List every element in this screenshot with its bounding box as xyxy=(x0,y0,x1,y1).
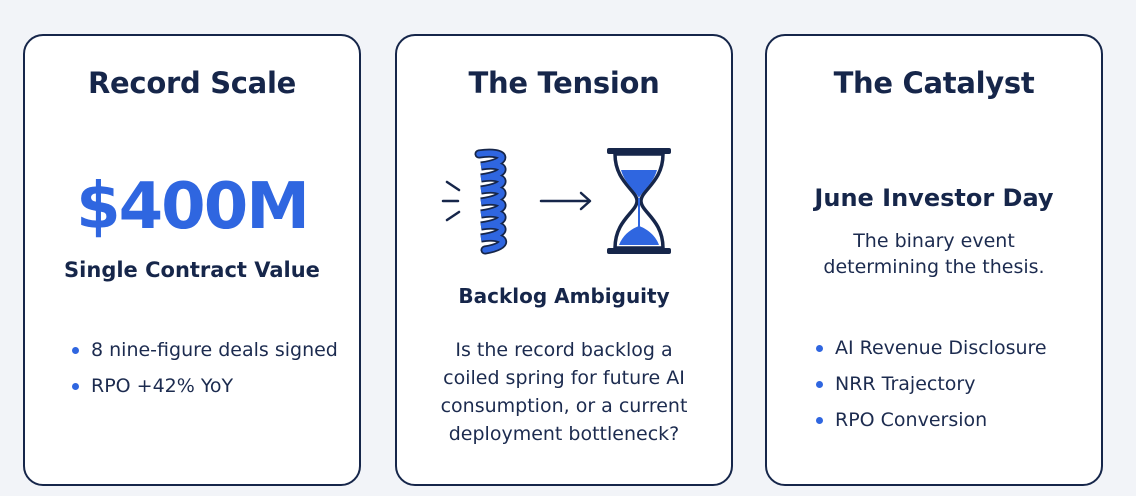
list-item: RPO +42% YoY xyxy=(69,373,339,399)
bullet-dot-icon xyxy=(816,417,823,424)
bullet-text: RPO +42% YoY xyxy=(91,375,234,397)
subheading: Backlog Ambiguity xyxy=(458,284,670,308)
list-item: AI Revenue Disclosure xyxy=(813,335,1083,361)
bullet-text: 8 nine-figure deals signed xyxy=(91,339,338,361)
list-item: 8 nine-figure deals signed xyxy=(69,337,339,363)
card-record-scale: Record Scale $400M Single Contract Value… xyxy=(23,34,361,486)
arrow-right-icon xyxy=(539,191,592,211)
contract-value-label: Single Contract Value xyxy=(64,258,320,282)
bullet-dot-icon xyxy=(72,383,79,390)
tension-illustration xyxy=(441,148,671,255)
bullet-list: 8 nine-figure deals signed RPO +42% YoY xyxy=(69,337,339,409)
list-item: NRR Trajectory xyxy=(813,371,1083,397)
card-the-tension: The Tension xyxy=(395,34,733,486)
card-title: The Catalyst xyxy=(833,66,1035,100)
bullet-dot-icon xyxy=(816,345,823,352)
event-description: The binary event determining the thesis. xyxy=(823,230,1045,278)
tension-description: Is the record backlog a coiled spring fo… xyxy=(440,339,688,445)
card-title: Record Scale xyxy=(88,66,296,100)
bullet-dot-icon xyxy=(816,381,823,388)
bullet-text: AI Revenue Disclosure xyxy=(835,337,1047,359)
card-the-catalyst: The Catalyst June Investor Day The binar… xyxy=(765,34,1103,486)
bullet-text: RPO Conversion xyxy=(835,409,988,431)
contract-value: $400M xyxy=(76,170,310,244)
card-title: The Tension xyxy=(468,66,660,100)
bullet-dot-icon xyxy=(72,347,79,354)
spark-lines-icon xyxy=(441,180,461,222)
coiled-spring-icon xyxy=(474,148,508,255)
bullet-list: AI Revenue Disclosure NRR Trajectory RPO… xyxy=(813,335,1083,443)
event-title: June Investor Day xyxy=(814,184,1054,212)
list-item: RPO Conversion xyxy=(813,407,1083,433)
hourglass-icon xyxy=(607,148,671,254)
bullet-text: NRR Trajectory xyxy=(835,373,976,395)
